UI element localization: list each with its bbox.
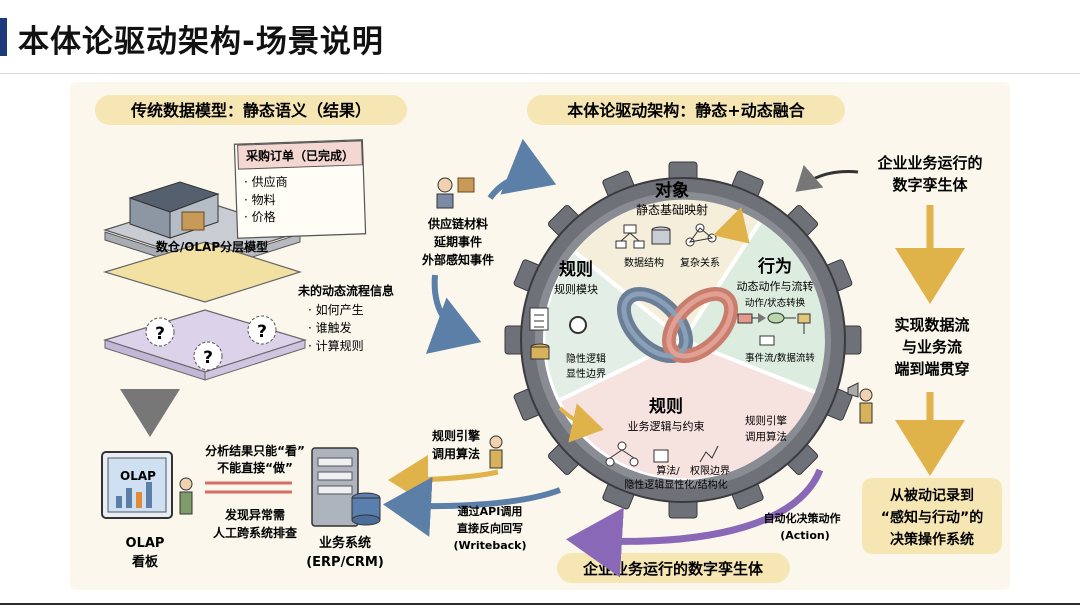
behavior-subtitle-2: 动作/状态转换	[745, 297, 806, 309]
behavior-subtitle: 动态动作与流转	[737, 279, 814, 293]
manual-text-1: 发现异常需	[224, 507, 285, 522]
question-mark-3: ?	[257, 322, 267, 342]
state-flow-icon	[737, 312, 811, 346]
supply-text-3: 外部感知事件	[422, 252, 494, 267]
decision-text-3: 决策操作系统	[890, 531, 974, 548]
api-text-3: (Writeback)	[453, 539, 526, 552]
bottom-divider	[0, 603, 1080, 605]
note-item-1: · 供应商	[244, 174, 288, 189]
complex-relation-icon	[685, 223, 717, 247]
engine-person-icon	[489, 435, 503, 469]
data-structure-icon	[615, 224, 671, 249]
title-accent-bar	[0, 18, 7, 56]
decision-text-2: “感知与行动”的	[881, 509, 983, 526]
warehouse-boxes	[181, 211, 205, 231]
left-header-pill	[95, 95, 407, 125]
twin-text-2: 数字孪生体	[892, 176, 968, 194]
rule-bottom-icon-label-3: 隐性逻辑显性化/结构化	[624, 478, 727, 491]
supply-arrow-up	[487, 138, 557, 200]
rule-left-title: 规则	[559, 259, 593, 280]
olap-screen-label: OLAP	[120, 469, 156, 483]
supply-arrow-down	[425, 274, 482, 354]
api-text-1: 通过API调用	[458, 504, 523, 518]
bottom-banner: 企业业务运行的数字孪生体	[582, 560, 764, 578]
engine-text-2: 调用算法	[432, 446, 480, 461]
object-subtitle: 静态基础映射	[636, 202, 708, 217]
rule-left-sector	[545, 252, 683, 400]
olap-label-2: 看板	[132, 554, 159, 570]
engine-to-erp-arrow	[388, 454, 499, 505]
api-text-2: 直接反向回写	[457, 521, 523, 535]
twin-text-1: 企业业务运行的	[876, 154, 982, 172]
engine-text-1: 规则引擎	[432, 428, 480, 443]
action-arrow	[566, 468, 824, 578]
title-divider	[0, 73, 1080, 74]
supply-text-2: 延期事件	[433, 234, 482, 249]
flow-text-2: 与业务流	[902, 338, 962, 356]
object-icon-label-2: 复杂关系	[680, 256, 720, 269]
auto-action-text-2: (Action)	[780, 529, 830, 542]
note-item-2: · 物料	[244, 193, 276, 207]
analysis-text-1: 分析结果只能“看”	[205, 443, 305, 458]
flow-text-3: 端到端贯穿	[894, 360, 969, 378]
erp-label-1: 业务系统	[319, 535, 371, 551]
algorithm-tree-icon	[605, 441, 719, 467]
rule-bottom-icon-label-1: 算法/	[656, 464, 680, 477]
object-icon-label-1: 数据结构	[624, 256, 664, 269]
decision-box	[862, 478, 1002, 554]
left-header: 传统数据模型：静态语义（结果）	[130, 101, 371, 120]
missing-info-item-2: · 谁触发	[308, 320, 352, 335]
missing-info-item-3: · 计算规则	[308, 338, 364, 353]
note-card-title: 采购订单（已完成）	[245, 148, 354, 163]
right-header: 本体论驱动架构：静态+动态融合	[567, 101, 805, 120]
writeback-arrow	[383, 477, 562, 537]
decision-text-1: 从被动记录到	[890, 487, 974, 504]
question-bubbles	[145, 315, 277, 371]
note-item-3: · 价格	[244, 209, 276, 224]
missing-info-title: 未的动态流程信息	[297, 283, 394, 298]
manual-text-2: 人工跨系统排查	[213, 525, 298, 540]
knot-icon	[616, 286, 739, 364]
rule-left-icon-label-2: 显性边界	[566, 367, 606, 380]
supply-person-icon	[436, 177, 475, 209]
rule-bottom-icon-label-2: 权限边界	[690, 464, 730, 477]
missing-info-item-1: · 如何产生	[308, 302, 364, 317]
behavior-title: 行为	[757, 256, 792, 277]
flow-text-1: 实现数据流	[894, 316, 969, 334]
title-bar: 本体论驱动架构-场景说明	[0, 0, 1080, 74]
megaphone-person-icon	[847, 382, 873, 424]
object-title: 对象	[655, 180, 689, 201]
page-title: 本体论驱动架构-场景说明	[18, 24, 384, 60]
question-mark-1: ?	[155, 324, 165, 344]
olap-label-1: OLAP	[126, 536, 165, 551]
erp-label-2: (ERP/CRM)	[306, 555, 384, 570]
layer-label: 数仓/OLAP分层模型	[156, 239, 268, 254]
behavior-sector	[683, 222, 825, 392]
purchase-order-card	[233, 139, 367, 239]
auto-action-text-1: 自动化决策动作	[764, 511, 841, 525]
rule-checklist-icon	[529, 307, 587, 360]
olap-board-icon	[101, 451, 193, 519]
gear-inner-arrow-2	[712, 206, 750, 244]
analysis-text-2: 不能直接“做”	[217, 460, 293, 475]
rule-left-subtitle: 规则模块	[554, 282, 598, 296]
right-header-pill	[527, 95, 845, 125]
rule-engine-text-1: 规则引擎	[745, 414, 787, 427]
middle-layer	[102, 241, 302, 303]
rule-bottom-subtitle: 业务逻辑与约束	[628, 419, 705, 433]
rule-bottom-title: 规则	[649, 396, 683, 417]
rule-engine-text-2: 调用算法	[745, 430, 787, 443]
rule-left-icon-label-1: 隐性逻辑	[566, 352, 606, 365]
question-mark-2: ?	[203, 348, 213, 368]
gear-inner-arrow-1	[558, 403, 604, 443]
supply-text-1: 供应链材料	[427, 216, 488, 231]
erp-server-icon	[311, 447, 381, 527]
twin-pointer-arrow	[795, 164, 859, 192]
behavior-subtitle-3: 事件流/数据流转	[745, 352, 815, 364]
